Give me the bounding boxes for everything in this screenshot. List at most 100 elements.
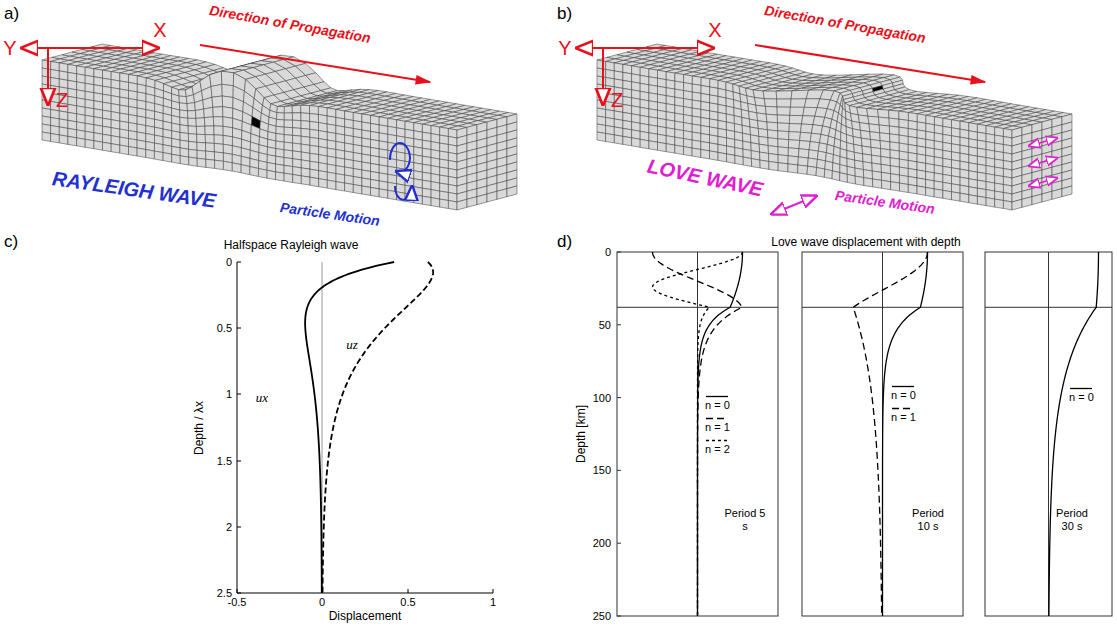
layer-boundary — [617, 307, 1112, 308]
mesh-cell — [277, 107, 285, 114]
mesh-cell — [891, 182, 900, 191]
propagation-arrow — [755, 45, 985, 82]
mode-curve — [1049, 252, 1099, 616]
tick-label: 1.5 — [217, 455, 232, 468]
mesh-cell — [789, 115, 802, 124]
mesh-cell — [868, 116, 879, 125]
mesh-cell — [310, 129, 319, 138]
tick-label: 0 — [605, 246, 611, 259]
propagation-arrow — [200, 45, 430, 82]
mesh-cell — [204, 117, 213, 126]
mesh-cell — [284, 113, 292, 120]
mesh-cell — [241, 165, 250, 175]
mesh-cell — [431, 198, 440, 208]
mesh-cell — [889, 110, 899, 119]
mesh-cell — [807, 166, 817, 176]
mesh-cell — [788, 140, 799, 149]
mesh-cell — [847, 174, 855, 184]
tick-label: 2 — [226, 521, 232, 534]
mesh-cell — [180, 125, 188, 134]
axis-label: Depth / λx — [193, 401, 207, 455]
mesh-cell — [51, 134, 60, 143]
mesh-cell — [292, 113, 301, 121]
plot-c-axes — [237, 262, 493, 593]
mesh-cell — [196, 126, 205, 134]
mesh-cell — [206, 159, 215, 168]
mesh-cell — [809, 142, 819, 152]
mode-curve — [698, 252, 743, 616]
mesh-cell — [666, 144, 675, 153]
mesh-cell — [448, 201, 457, 211]
mesh-cell — [900, 183, 909, 192]
curves — [305, 252, 1098, 616]
mesh-cell — [276, 119, 284, 127]
mesh-cell — [180, 110, 188, 118]
mesh-cell — [1003, 201, 1012, 211]
mesh-cell — [879, 117, 890, 126]
mesh-cell — [284, 142, 293, 151]
mesh-cell — [788, 164, 798, 173]
axis-name: X — [708, 19, 721, 42]
x-axis-arrow — [603, 47, 713, 49]
x-axis-arrow — [48, 47, 158, 49]
mesh-cell — [214, 135, 223, 145]
mesh-cell — [214, 143, 223, 153]
mesh-cell — [867, 109, 879, 118]
mesh-cell — [649, 141, 658, 150]
mesh-cell — [477, 194, 487, 205]
tick-label: -0.5 — [228, 596, 247, 609]
mesh-cell — [855, 176, 864, 185]
mesh-cell — [179, 96, 187, 104]
axis-name: Z — [56, 89, 68, 112]
mesh-cell — [301, 168, 310, 177]
mesh-cell — [310, 114, 319, 123]
legend-item: n = 1 — [890, 405, 917, 424]
mesh-cell — [276, 164, 285, 173]
mode-curve — [883, 252, 928, 616]
mesh-cell — [798, 165, 808, 174]
line-sample-stroke — [1070, 388, 1092, 389]
mesh-cell — [798, 157, 808, 166]
mesh-cell — [778, 123, 790, 132]
mesh-cell — [889, 126, 899, 135]
mesh-cell — [154, 151, 163, 161]
mesh-cell — [878, 109, 889, 118]
mode-curve — [653, 252, 742, 616]
mesh-cell — [497, 189, 507, 200]
mesh-cell — [276, 134, 284, 143]
mesh-cell — [310, 145, 319, 154]
mesh-cell — [137, 148, 146, 158]
mesh-cell — [986, 198, 995, 208]
tick-label: 50 — [599, 319, 611, 332]
mesh-cell — [871, 140, 881, 149]
mesh-cell — [808, 150, 818, 160]
mesh-cell — [284, 106, 292, 113]
mesh-cell — [960, 193, 969, 203]
mesh-cell — [188, 118, 197, 126]
mesh-cell — [276, 126, 284, 134]
mesh-cell — [751, 159, 760, 168]
mesh-cell — [301, 105, 310, 113]
mesh-cell — [810, 133, 821, 143]
mesh-cell — [890, 150, 899, 159]
legend-text: n = 2 — [705, 443, 730, 455]
mesh-cell — [969, 195, 978, 205]
axis-label: Displacement — [329, 610, 402, 624]
mesh-cell — [832, 171, 840, 181]
mesh-cell — [597, 132, 606, 142]
mesh-cell — [869, 124, 880, 133]
uz-curve — [323, 262, 434, 593]
mesh-cell — [187, 103, 195, 111]
mesh-cell — [205, 126, 214, 135]
mesh-cell — [213, 107, 223, 117]
tick-label: 150 — [593, 464, 611, 477]
mesh-cell — [414, 195, 423, 205]
motion-arrow — [1029, 178, 1057, 186]
mesh-cell — [222, 96, 233, 108]
mesh-cell — [879, 125, 889, 134]
mesh-cell — [899, 111, 909, 120]
mesh-cell — [788, 148, 799, 157]
mode-curve — [653, 252, 743, 616]
mesh-cell — [205, 135, 214, 144]
